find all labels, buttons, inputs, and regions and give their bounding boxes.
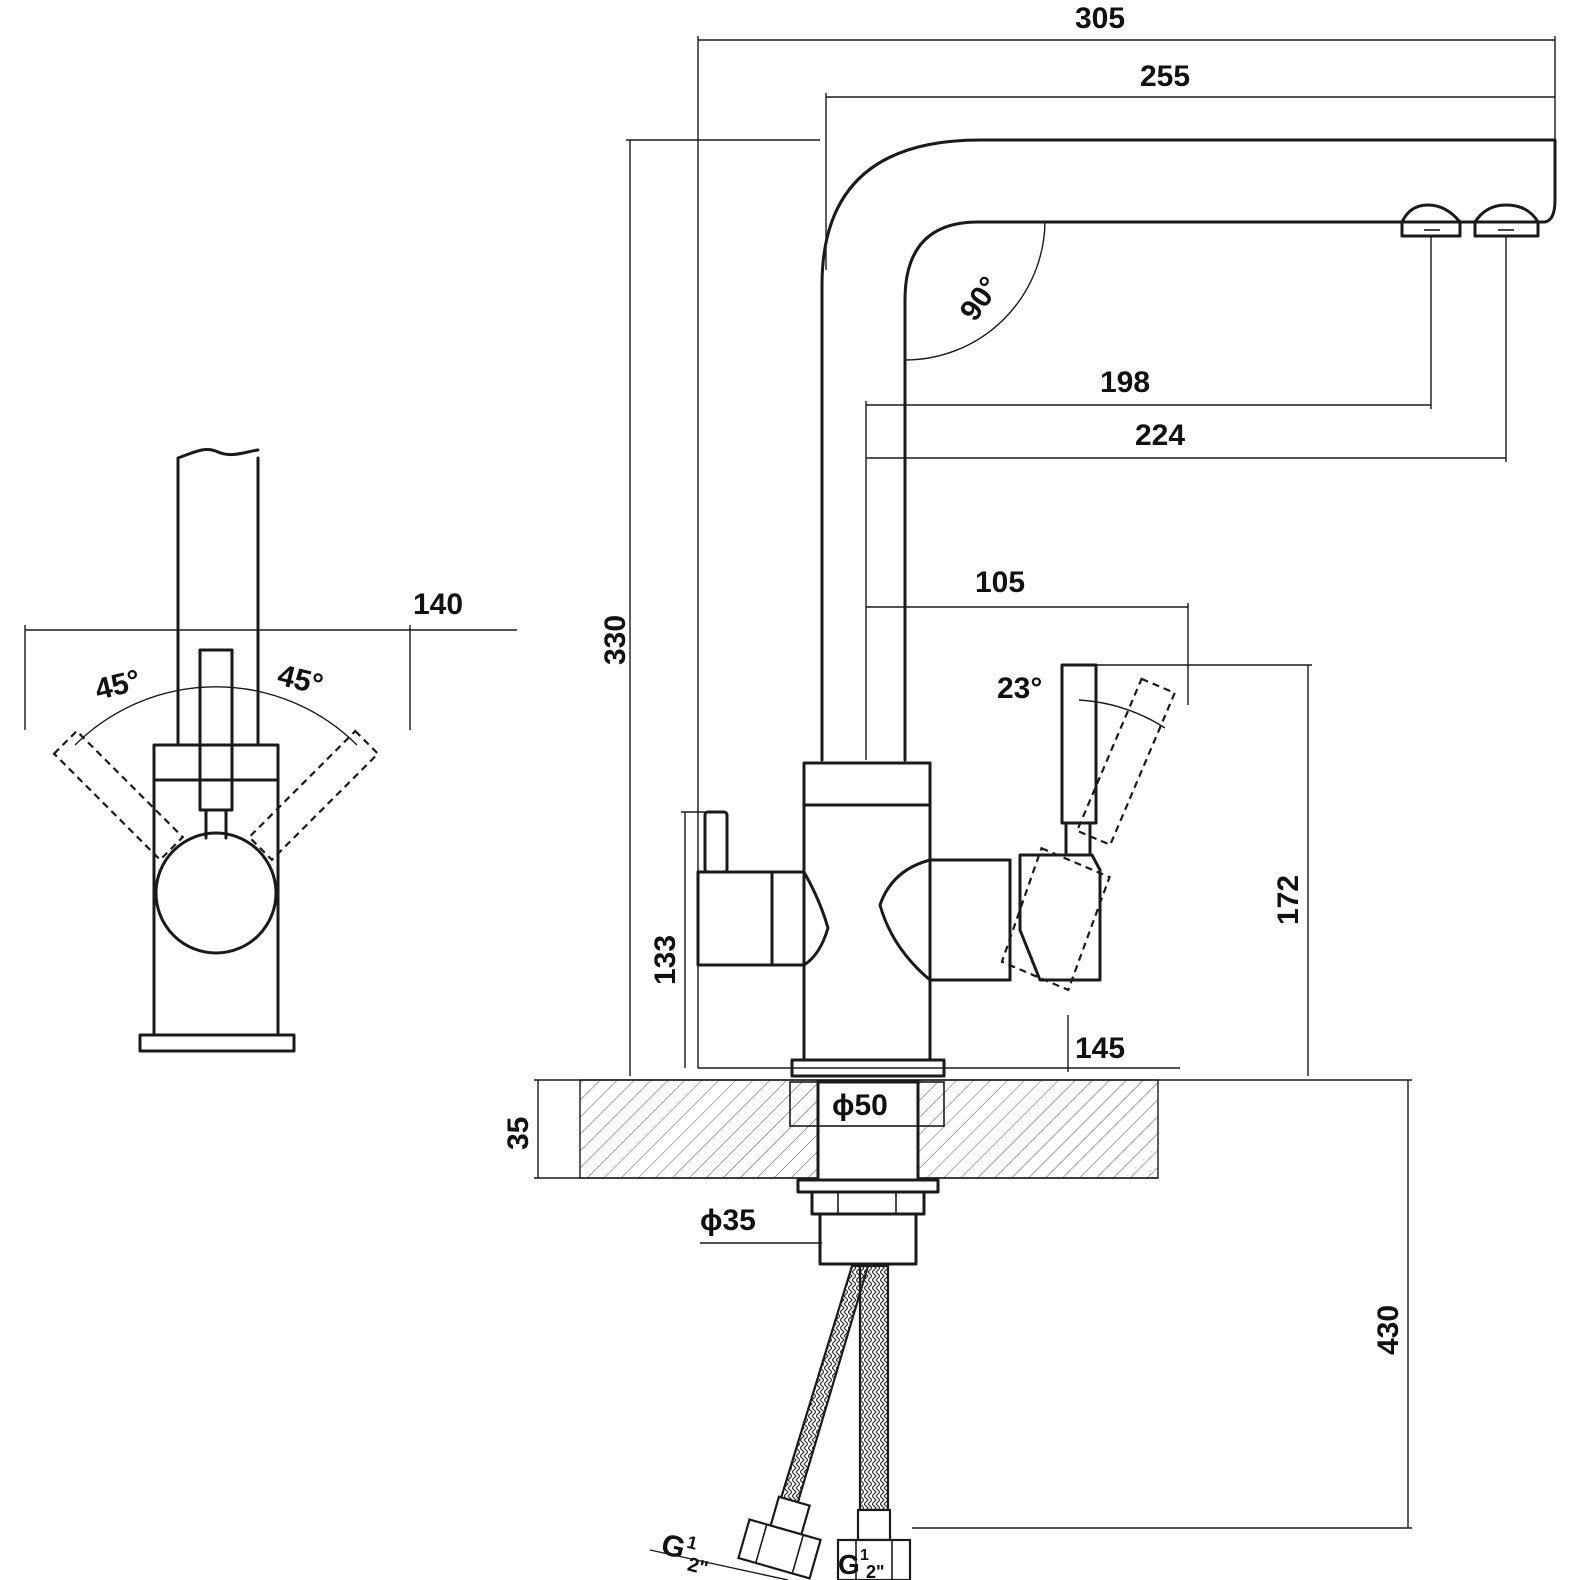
- dim-base-to-handle: 145: [1075, 1032, 1125, 1065]
- svg-text:2": 2": [866, 1562, 885, 1580]
- spout-inner: [903, 198, 1557, 762]
- hose-left: [776, 1264, 870, 1514]
- svg-text:2": 2": [685, 1554, 710, 1580]
- svg-text:G: G: [838, 1549, 860, 1580]
- side-span-label: 140: [413, 588, 463, 621]
- dim-outlet1-reach: 198: [1100, 366, 1150, 399]
- mount-diameter-label: ϕ50: [832, 1089, 888, 1122]
- side-handle-hub: [154, 831, 278, 955]
- handle-angle-label: 23°: [997, 672, 1042, 705]
- spout-outer: [820, 138, 1557, 762]
- aerator-1: [1400, 203, 1462, 238]
- aerator-2: [1473, 203, 1540, 238]
- side-spout-stub: [176, 448, 260, 747]
- dim-deck-thickness: 35: [502, 1117, 535, 1150]
- side-angle-right-label: 45°: [274, 659, 326, 702]
- front-view: 90° 23° ϕ50: [502, 2, 1557, 1580]
- shank-diameter-label: ϕ35: [700, 1204, 756, 1237]
- left-lever-block: [696, 870, 830, 967]
- thread-label-right: G 1 2": [838, 1547, 885, 1580]
- side-lever-right-45: [52, 729, 185, 862]
- side-rotation-arc: [74, 686, 358, 746]
- dim-total-height: 330: [599, 615, 632, 665]
- shank-pipe: [818, 1212, 918, 1266]
- hose-left-nut: [737, 1518, 822, 1580]
- hose-right-ferrule: [856, 1508, 892, 1542]
- left-lever-knob: [703, 810, 729, 874]
- right-lever: [1060, 663, 1098, 825]
- body-main: [802, 803, 932, 1062]
- right-handle-cap: [1018, 853, 1102, 982]
- dim-spout-reach: 255: [1140, 60, 1190, 93]
- hose-right-nut: [836, 1538, 912, 1580]
- side-lever-center: [198, 648, 234, 812]
- hose-right: [858, 1264, 890, 1512]
- side-view: 140 45° 45°: [24, 448, 517, 1053]
- body-collar: [802, 761, 932, 807]
- spout-angle-label: 90°: [954, 271, 1007, 327]
- side-lever-left-45: [247, 729, 380, 862]
- mount-nut: [810, 1190, 926, 1216]
- side-base-plate: [138, 1033, 296, 1053]
- side-body: [152, 743, 280, 1037]
- mount-washer: [796, 1178, 940, 1194]
- svg-text:1: 1: [860, 1547, 869, 1564]
- right-handle-block: [878, 858, 1012, 982]
- svg-text:1: 1: [685, 1532, 700, 1554]
- dim-lever-height: 133: [649, 935, 682, 985]
- dim-overall-reach: 305: [1075, 2, 1125, 35]
- svg-text:G: G: [658, 1528, 689, 1566]
- dim-outlet2-reach: 224: [1135, 419, 1185, 452]
- dim-handle-height: 172: [1272, 875, 1305, 925]
- right-lever-23: [1075, 677, 1177, 847]
- dim-handle-offset: 105: [975, 566, 1025, 599]
- side-angle-left-label: 45°: [92, 664, 144, 707]
- dim-hose-length: 430: [1372, 1305, 1405, 1355]
